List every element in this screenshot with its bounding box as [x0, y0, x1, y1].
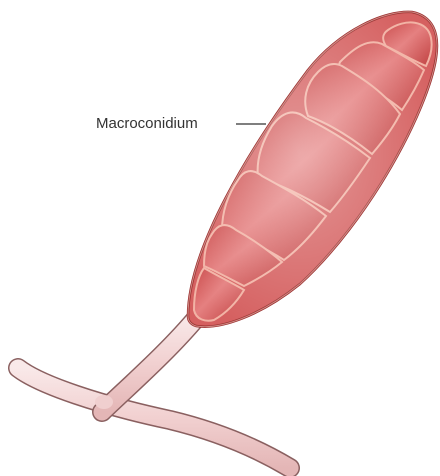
horizontal-hypha: [18, 368, 290, 468]
macroconidium-label: Macroconidium: [96, 115, 198, 133]
macroconidium-spore: [188, 12, 437, 327]
conidiophore-stalk: [95, 316, 198, 412]
